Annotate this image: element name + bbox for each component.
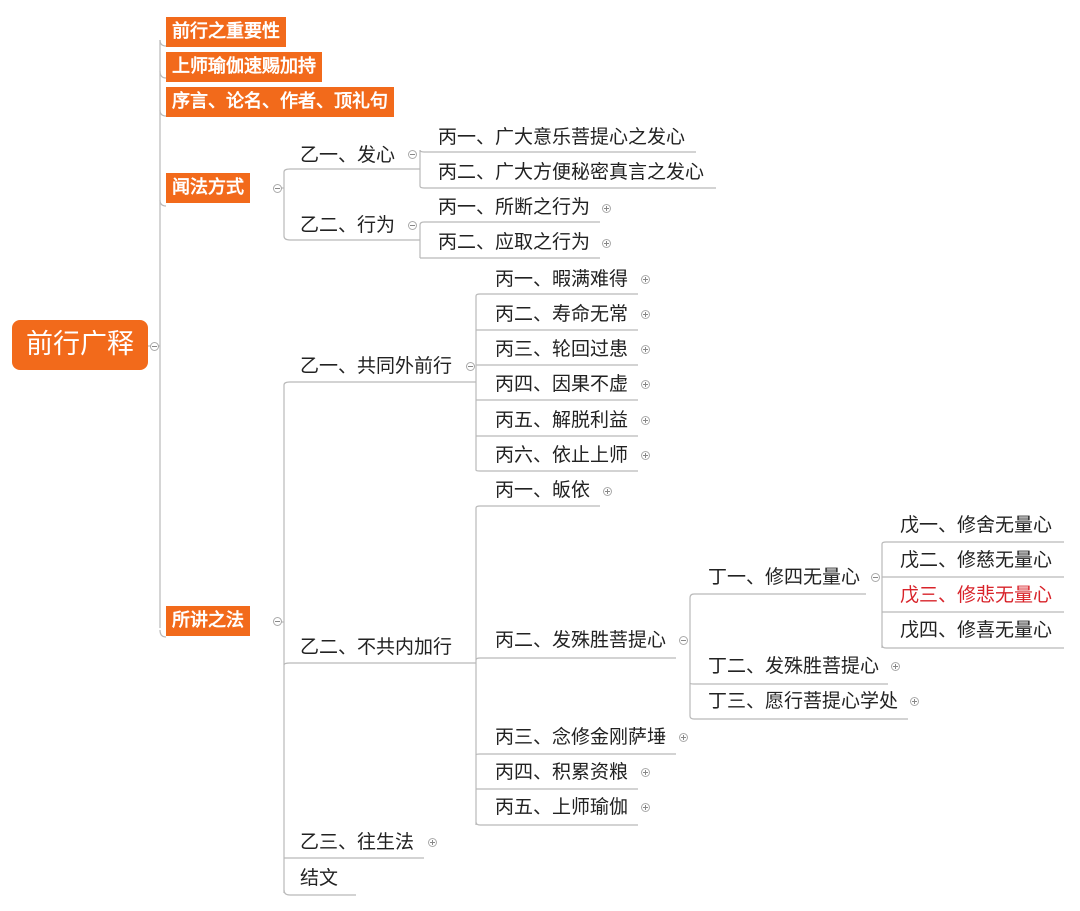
node-motivation-2[interactable]: 丙二、广大方便秘密真言之发心: [438, 161, 705, 183]
expand-toggle-icon[interactable]: [679, 733, 688, 742]
expand-toggle-icon[interactable]: [641, 451, 650, 460]
node-vajrasattva[interactable]: 丙三、念修金刚萨埵: [495, 726, 667, 748]
collapse-toggle-icon[interactable]: [150, 342, 159, 351]
collapse-toggle-icon[interactable]: [466, 362, 475, 371]
node-immeasurable-joy[interactable]: 戊四、修喜无量心: [900, 619, 1053, 641]
expand-toggle-icon[interactable]: [641, 310, 650, 319]
node-outer-item[interactable]: 丙一、暇满难得: [495, 268, 629, 290]
node-four-immeasurables[interactable]: 丁一、修四无量心: [708, 566, 861, 588]
node-bodhicitta-training[interactable]: 丁三、愿行菩提心学处: [708, 690, 899, 712]
node-outer-item[interactable]: 丙二、寿命无常: [495, 303, 629, 325]
expand-toggle-icon[interactable]: [910, 697, 919, 706]
node-arouse-bodhicitta[interactable]: 丁二、发殊胜菩提心: [708, 655, 880, 677]
expand-toggle-icon[interactable]: [891, 662, 900, 671]
expand-toggle-icon[interactable]: [428, 838, 437, 847]
node-outer-preliminaries[interactable]: 乙一、共同外前行: [300, 355, 453, 377]
node-outer-item[interactable]: 丙六、依止上师: [495, 444, 629, 466]
collapse-toggle-icon[interactable]: [871, 573, 880, 582]
node-inner-preliminaries[interactable]: 乙二、不共内加行: [300, 636, 453, 658]
expand-toggle-icon[interactable]: [641, 345, 650, 354]
node-teaching[interactable]: 所讲之法: [166, 606, 250, 636]
node-conduct-2[interactable]: 丙二、应取之行为: [438, 231, 591, 253]
node-bodhicitta[interactable]: 丙二、发殊胜菩提心: [495, 629, 667, 651]
expand-toggle-icon[interactable]: [641, 275, 650, 284]
collapse-toggle-icon[interactable]: [408, 150, 417, 159]
expand-toggle-icon[interactable]: [641, 416, 650, 425]
node-outer-item[interactable]: 丙三、轮回过患: [495, 338, 629, 360]
expand-toggle-icon[interactable]: [641, 803, 650, 812]
node-immeasurable-compassion[interactable]: 戊三、修悲无量心: [900, 584, 1053, 606]
node-preface[interactable]: 序言、论名、作者、顶礼句: [166, 87, 394, 117]
collapse-toggle-icon[interactable]: [273, 184, 282, 193]
node-immeasurable-love[interactable]: 戊二、修慈无量心: [900, 549, 1053, 571]
node-outer-item[interactable]: 丙四、因果不虚: [495, 373, 629, 395]
node-refuge[interactable]: 丙一、皈依: [495, 479, 591, 501]
expand-toggle-icon[interactable]: [603, 487, 612, 496]
node-guru-yoga-blessing[interactable]: 上师瑜伽速赐加持: [166, 52, 322, 82]
node-listening[interactable]: 闻法方式: [166, 173, 250, 203]
node-immeasurable-equanimity[interactable]: 戊一、修舍无量心: [900, 514, 1053, 536]
collapse-toggle-icon[interactable]: [273, 617, 282, 626]
expand-toggle-icon[interactable]: [641, 768, 650, 777]
node-motivation[interactable]: 乙一、发心: [300, 144, 396, 166]
expand-toggle-icon[interactable]: [602, 239, 611, 248]
expand-toggle-icon[interactable]: [641, 380, 650, 389]
node-guru-yoga[interactable]: 丙五、上师瑜伽: [495, 796, 629, 818]
node-outer-item[interactable]: 丙五、解脱利益: [495, 409, 629, 431]
node-conclusion[interactable]: 结文: [300, 867, 339, 889]
node-motivation-1[interactable]: 丙一、广大意乐菩提心之发心: [438, 126, 686, 148]
node-transference[interactable]: 乙三、往生法: [300, 831, 415, 853]
root-node[interactable]: 前行广释: [12, 320, 148, 370]
node-accumulation[interactable]: 丙四、积累资粮: [495, 761, 629, 783]
node-conduct[interactable]: 乙二、行为: [300, 214, 396, 236]
collapse-toggle-icon[interactable]: [408, 221, 417, 230]
node-conduct-1[interactable]: 丙一、所断之行为: [438, 196, 591, 218]
expand-toggle-icon[interactable]: [602, 204, 611, 213]
collapse-toggle-icon[interactable]: [679, 636, 688, 645]
node-importance[interactable]: 前行之重要性: [166, 17, 286, 47]
